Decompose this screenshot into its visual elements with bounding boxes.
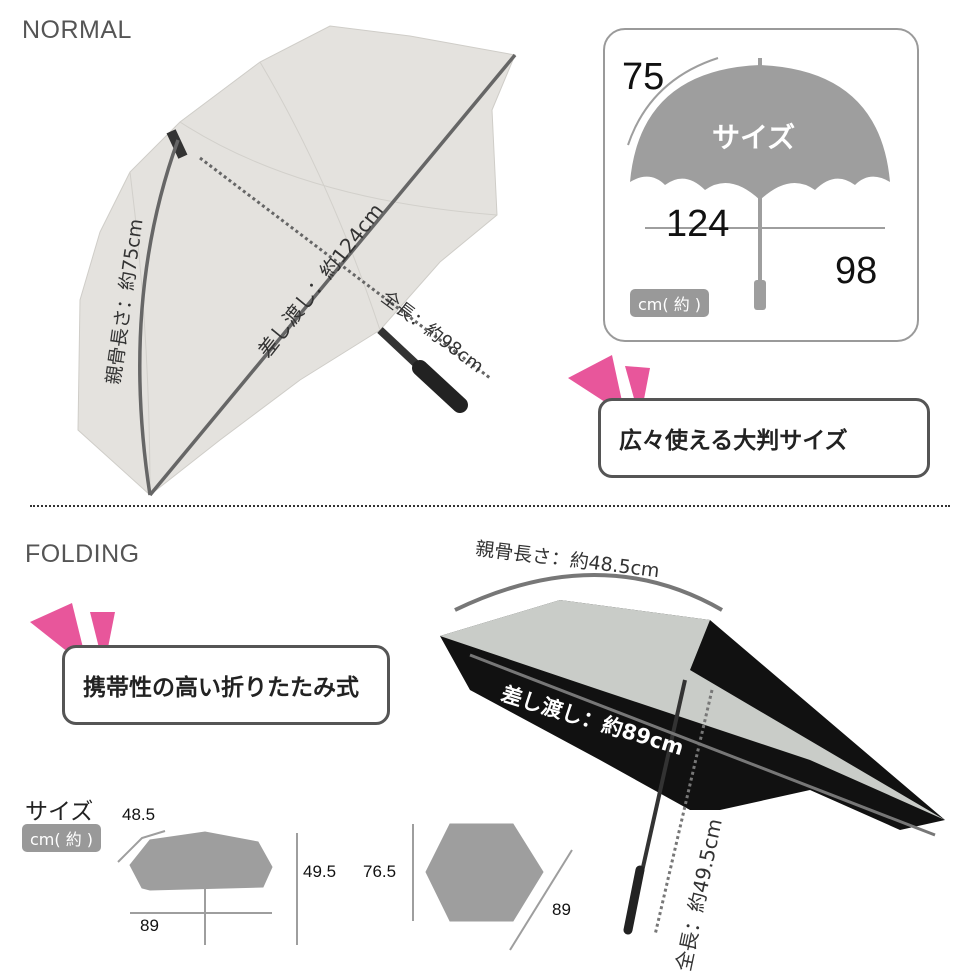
folding-size-top-diagonal: 89 (552, 900, 571, 919)
normal-rib-dimension-line (138, 139, 180, 496)
folding-side-diagram (117, 830, 298, 945)
folding-top-diagram (412, 823, 573, 951)
normal-section-title: NORMAL (22, 16, 132, 44)
normal-size-card (603, 28, 919, 342)
folding-diameter-dimension-line (469, 653, 936, 837)
normal-size-diagram (627, 57, 890, 310)
folding-size-length: 49.5 (303, 862, 337, 881)
normal-size-length: 98 (835, 250, 878, 292)
normal-callout: 広々使える大判サイズ (598, 398, 930, 478)
folding-size-diameter: 89 (140, 916, 159, 935)
folding-callout: 携帯性の高い折りたたみ式 (62, 645, 390, 725)
normal-size-title: サイズ (712, 121, 796, 154)
folding-size-title: サイズ (25, 799, 94, 825)
normal-umbrella-image (77, 25, 516, 496)
folding-umbrella-image (440, 600, 945, 935)
folding-unit-badge: cm( 約 ) (22, 824, 102, 852)
normal-unit-badge: cm( 約 ) (630, 289, 710, 317)
section-divider (30, 505, 950, 507)
folding-rib-dimension-line (454, 573, 723, 612)
normal-size-diameter: 124 (666, 203, 730, 245)
folding-callout-text: 携帯性の高い折りたたみ式 (83, 675, 359, 701)
normal-callout-text: 広々使える大判サイズ (619, 428, 848, 454)
folding-size-top-height: 76.5 (363, 862, 397, 881)
folding-size-rib: 48.5 (122, 805, 156, 824)
normal-length-dimension-line (199, 156, 491, 380)
normal-size-rib: 75 (622, 56, 665, 98)
normal-diameter-dimension-line (148, 53, 517, 497)
folding-section-title: FOLDING (25, 540, 140, 568)
